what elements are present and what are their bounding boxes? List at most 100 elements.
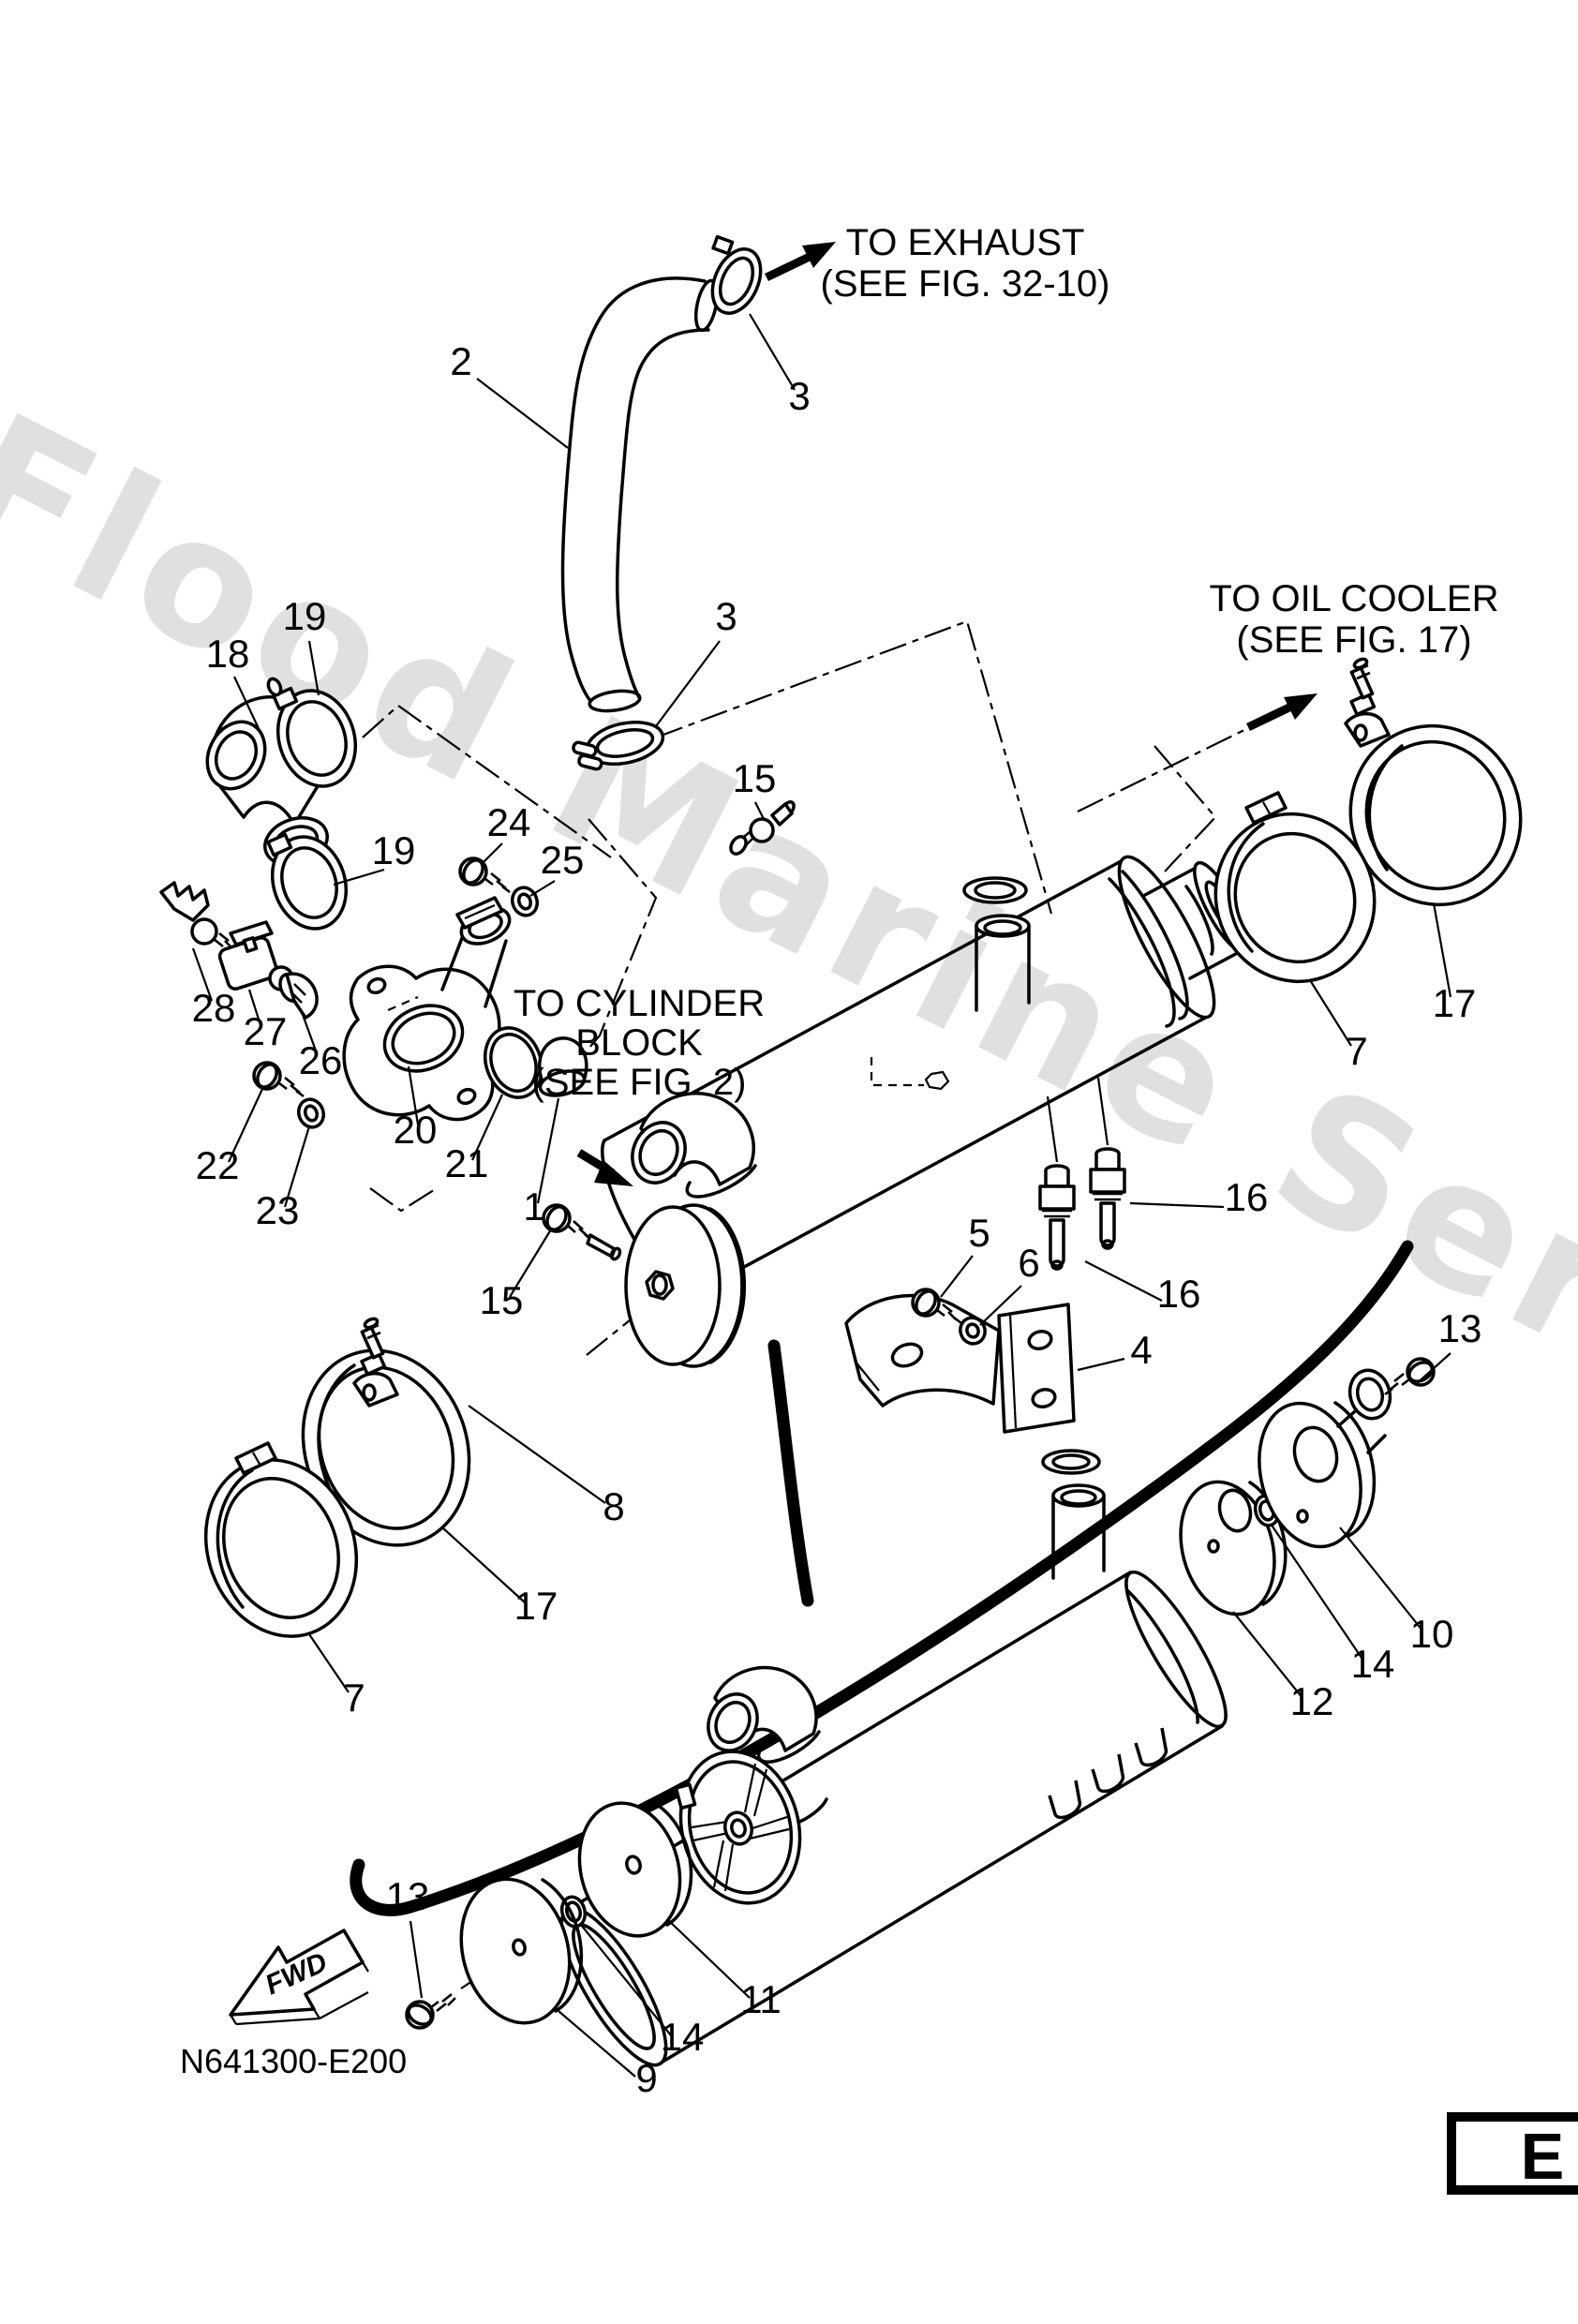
leader-line-16 [1129,1201,1225,1209]
leader-line-1 [536,1097,560,1204]
hose-clamp-19-lower [266,832,349,931]
leader-line-3 [749,313,796,391]
washer-25 [511,886,539,917]
callout-16: 16 [1225,1175,1269,1219]
bolt-24 [458,857,511,894]
callout-3: 3 [788,374,810,418]
leader-line-19 [307,640,320,696]
callout-26: 26 [299,1038,343,1082]
callout-7: 7 [343,1676,365,1720]
bolt-13-bottom [405,1992,456,2030]
ref-note-cylinder-block: BLOCK [575,1022,703,1064]
plate-12 [1179,1480,1288,1616]
leader-line-13 [1414,1352,1451,1386]
callout-17: 17 [514,1584,558,1628]
leader-line-11 [666,1918,751,1999]
hose-clamp-3-lower [572,721,665,771]
end-plate-9 [459,1877,584,2025]
callout-5: 5 [968,1211,990,1255]
hose-clamp-3-upper [710,234,763,315]
coupling-sleeve-7-left [203,1441,359,1638]
anode-16-left [1038,1095,1076,1271]
callout-8: 8 [603,1484,624,1528]
leader-line-24 [481,842,503,865]
callout-24: 24 [487,800,531,844]
leader-line-18 [233,676,263,737]
washer-23 [297,1097,325,1129]
callout-2: 2 [450,339,471,383]
leader-line-14 [1270,1523,1364,1661]
leader-line-7 [1309,979,1352,1047]
leader-line-8 [468,1405,606,1504]
callout-13: 13 [1438,1306,1482,1350]
callout-12: 12 [1290,1679,1334,1723]
callout-20: 20 [394,1108,438,1152]
leader-line-20 [407,1065,420,1125]
bolt-5 [911,1288,962,1325]
hose-barb-fitting-28 [159,881,233,949]
cap-1 [538,1036,588,1097]
callout-16: 16 [1157,1272,1201,1316]
callout-25: 25 [541,838,585,882]
bracket-4 [844,1293,1076,1434]
washer-6 [959,1316,987,1346]
leader-line-7 [308,1633,350,1693]
outlet-housing-20 [342,896,512,1122]
plug-26 [278,972,319,1020]
callout-22: 22 [196,1143,240,1187]
leader-line-15 [754,801,765,820]
v-band-clamp-17-right [1344,657,1523,907]
callout-19: 19 [283,594,327,638]
bleed-fitting-15-top [729,800,796,856]
bolt-22 [252,1061,305,1098]
callout-9: 9 [635,2056,657,2100]
leader-line-27 [247,989,262,1026]
bolt-15-left [542,1203,622,1261]
plate-11 [577,1801,693,1938]
v-band-clamp-17-left [301,1317,471,1547]
callout-4: 4 [1130,1328,1152,1372]
ref-note-exhaust: (SEE FIG. 32-10) [821,263,1110,305]
leader-line-9 [558,2010,636,2078]
water-hose-2 [560,276,720,713]
bolt-13-right [1384,1357,1436,1396]
coupling-sleeve-7-right [1213,791,1377,984]
o-ring-21 [484,1026,543,1099]
callout-21: 21 [445,1141,489,1185]
callout-18: 18 [206,632,250,676]
leader-line-3 [655,640,721,727]
fwd-arrow: FWD [229,1929,369,2026]
hose-clamp-19-upper [266,677,358,788]
ref-note-cylinder-block: TO CYLINDER [514,983,765,1024]
callout-13: 13 [386,1874,430,1918]
leader-line-14 [580,1924,672,2036]
leader-line-10 [1339,1527,1423,1631]
anode-16-right [1089,1077,1126,1250]
leader-line-13 [409,1920,424,1999]
leader-line-22 [228,1088,263,1163]
callout-15: 15 [733,756,777,800]
callout-11: 11 [740,1977,782,2021]
leader-line-17 [441,1527,526,1603]
callout-23: 23 [256,1188,300,1232]
callout-28: 28 [192,986,236,1030]
callout-15: 15 [480,1278,524,1322]
reference-notes: TO EXHAUST(SEE FIG. 32-10)TO OIL COOLER(… [514,222,1499,1103]
leader-line-15 [509,1229,552,1298]
section-divider-branch [767,1339,814,1607]
leader-line-5 [940,1255,974,1298]
leader-line-6 [979,1285,1022,1326]
callout-14: 14 [1351,1642,1395,1686]
heat-exchanger-body-upper [601,855,1249,1299]
callout-3: 3 [715,594,737,638]
to-exhaust-arrow [765,242,836,282]
drawing-code: N641300-E200 [180,2042,407,2080]
leader-line-17 [1432,902,1452,998]
leader-line-2 [476,378,569,449]
ref-note-exhaust: TO EXHAUST [846,222,1085,263]
ref-note-oil-cooler: (SEE FIG. 17) [1236,619,1471,661]
part-callouts: 2331518191924252827262223202111556416161… [192,313,1482,2100]
leader-line-12 [1232,1611,1303,1699]
